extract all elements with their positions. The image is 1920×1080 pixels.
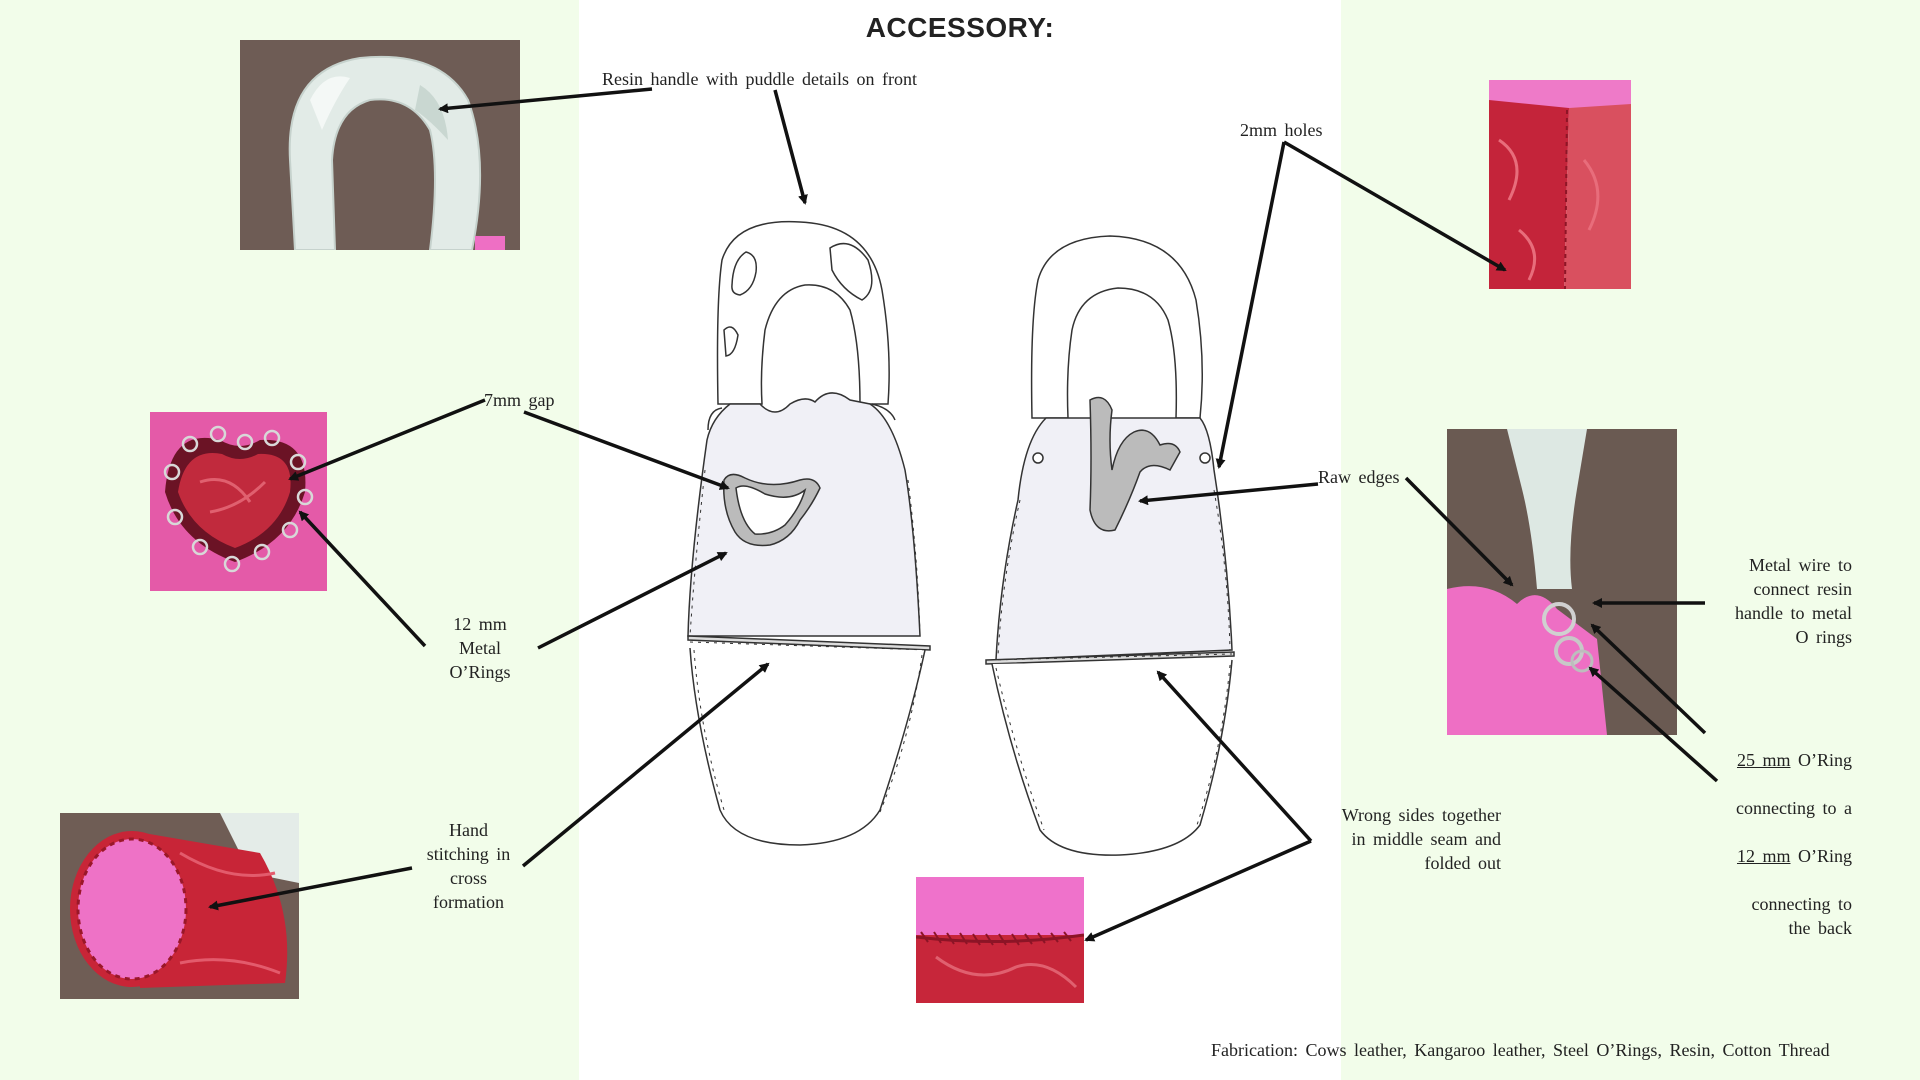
label-raw-edges: Raw edges xyxy=(1318,467,1400,487)
label-o-ring-25-size: 25 mm xyxy=(1736,750,1791,770)
photo-two-mm-holes xyxy=(1489,80,1631,289)
front-view-sketch xyxy=(687,220,931,846)
label-seven-mm-gap: 7mm gap xyxy=(484,390,555,410)
label-connecting-to-a: connecting to a xyxy=(1736,798,1852,818)
page-title: ACCESSORY: xyxy=(865,12,1055,43)
label-o-ring-12-rest: O’Ring xyxy=(1790,846,1852,866)
label-metal-o-rings: 12 mm Metal O’Rings xyxy=(449,614,511,682)
label-o-ring-25-rest: O’Ring xyxy=(1790,750,1852,770)
fabrication-note: Fabrication: Cows leather, Kangaroo leat… xyxy=(1211,1040,1830,1060)
label-connecting-to-the-back: connecting to the back xyxy=(1751,894,1852,938)
label-two-mm-holes: 2mm holes xyxy=(1240,120,1323,140)
label-resin-handle: Resin handle with puddle details on fron… xyxy=(602,69,917,89)
label-hand-stitching: Hand stitching in cross formation xyxy=(426,820,511,912)
label-wrong-sides: Wrong sides together in middle seam and … xyxy=(1341,805,1501,873)
label-o-ring-connection: 25 mm O’Ring connecting to a 12 mm O’Rin… xyxy=(1600,724,1852,940)
photo-o-ring-connection xyxy=(1447,429,1677,735)
annotation-arrows xyxy=(208,87,1719,942)
photo-metal-o-rings xyxy=(150,412,327,591)
back-view-sketch xyxy=(985,235,1235,856)
label-o-ring-12-size: 12 mm xyxy=(1736,846,1791,866)
photo-middle-seam xyxy=(916,877,1084,1003)
label-metal-wire: Metal wire to connect resin handle to me… xyxy=(1735,555,1852,647)
photo-resin-handle xyxy=(240,40,520,250)
